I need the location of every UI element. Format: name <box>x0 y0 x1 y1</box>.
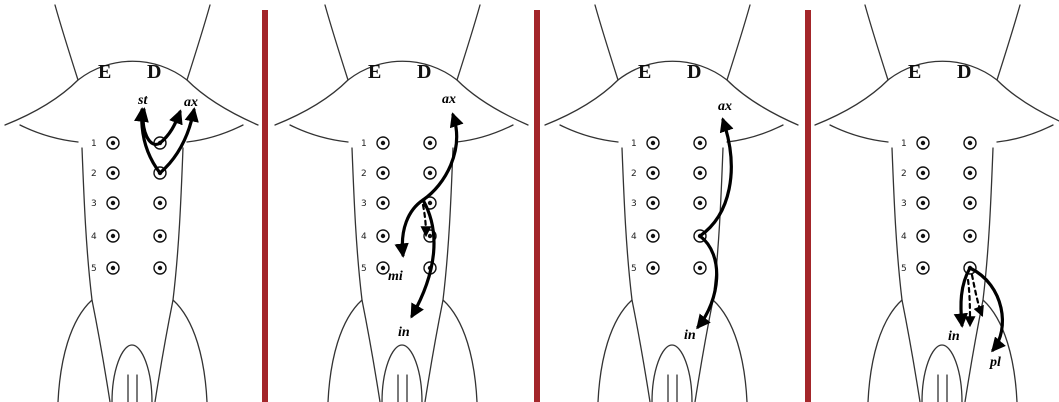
row-number: 5 <box>631 264 637 274</box>
side-label-right: D <box>957 61 971 83</box>
node-right <box>154 230 166 242</box>
node-right <box>694 137 706 149</box>
drainage-arrow <box>402 200 423 255</box>
row-number: 3 <box>631 199 637 209</box>
row-number: 2 <box>361 169 367 179</box>
mouse-body-outline <box>545 5 798 402</box>
node-right <box>964 167 976 179</box>
drainage-arrow <box>423 205 426 235</box>
node-left <box>917 230 929 242</box>
drainage-arrow <box>700 120 731 236</box>
drainage-arrow <box>160 112 180 143</box>
node-left <box>917 197 929 209</box>
node-left <box>107 262 119 274</box>
row-number: 2 <box>631 169 637 179</box>
row-number: 3 <box>91 199 97 209</box>
panel-4: E D 1 2 3 4 5 in pl <box>815 5 1059 402</box>
row-number: 1 <box>631 139 637 149</box>
panel-2: E D 1 2 3 4 5 ax mi in <box>275 5 528 402</box>
node-left <box>647 197 659 209</box>
node-left <box>647 262 659 274</box>
node-left <box>107 230 119 242</box>
route-label-ax: ax <box>718 99 732 114</box>
row-number: 3 <box>361 199 367 209</box>
panel-1: E D 1 2 3 4 5 st ax <box>5 5 258 402</box>
row-number: 5 <box>91 264 97 274</box>
side-label-right: D <box>147 61 161 83</box>
mouse-body-outline <box>275 5 528 402</box>
node-right <box>424 167 436 179</box>
row-number: 4 <box>91 232 97 242</box>
route-label-in: in <box>684 328 696 343</box>
side-label-left: E <box>98 61 111 83</box>
side-label-right: D <box>417 61 431 83</box>
node-right <box>964 137 976 149</box>
node-left <box>377 230 389 242</box>
route-label-st: st <box>137 93 148 108</box>
node-left <box>917 262 929 274</box>
mouse-body-outline <box>5 5 258 402</box>
row-number: 4 <box>361 232 367 242</box>
route-label-in: in <box>948 329 960 344</box>
panel-3: E D 1 2 3 4 5 ax in <box>545 5 798 402</box>
mouse-body-outline <box>815 5 1059 402</box>
row-number: 5 <box>901 264 907 274</box>
row-number: 1 <box>91 139 97 149</box>
node-left <box>647 230 659 242</box>
side-label-left: E <box>908 61 921 83</box>
row-number: 4 <box>631 232 637 242</box>
side-label-left: E <box>638 61 651 83</box>
row-number: 2 <box>901 169 907 179</box>
node-right <box>964 230 976 242</box>
side-label-left: E <box>368 61 381 83</box>
row-number: 5 <box>361 264 367 274</box>
node-right <box>964 197 976 209</box>
node-left <box>917 167 929 179</box>
node-right <box>424 137 436 149</box>
node-left <box>377 197 389 209</box>
route-label-in: in <box>398 325 410 340</box>
drainage-arrow <box>970 268 1002 350</box>
route-label-ax: ax <box>184 95 198 110</box>
drainage-arrow <box>698 236 717 327</box>
node-right <box>694 167 706 179</box>
row-number: 1 <box>361 139 367 149</box>
row-number: 3 <box>901 199 907 209</box>
drainage-arrow <box>972 275 982 315</box>
drainage-arrow <box>968 280 970 325</box>
node-left <box>107 167 119 179</box>
route-label-mi: mi <box>388 269 403 284</box>
node-left <box>107 197 119 209</box>
drainage-arrow <box>412 200 434 316</box>
row-number: 2 <box>91 169 97 179</box>
panel-divider-3 <box>805 10 811 402</box>
node-left <box>917 137 929 149</box>
row-number: 4 <box>901 232 907 242</box>
node-right <box>694 197 706 209</box>
node-left <box>647 137 659 149</box>
node-right <box>154 262 166 274</box>
node-left <box>647 167 659 179</box>
route-label-ax: ax <box>442 92 456 107</box>
side-label-right: D <box>687 61 701 83</box>
route-label-pl: pl <box>989 355 1001 370</box>
panel-divider-2 <box>534 10 540 402</box>
node-left <box>377 137 389 149</box>
row-number: 1 <box>901 139 907 149</box>
node-right <box>154 197 166 209</box>
node-right <box>694 262 706 274</box>
panel-divider-1 <box>262 10 268 402</box>
node-left <box>377 167 389 179</box>
node-left <box>107 137 119 149</box>
